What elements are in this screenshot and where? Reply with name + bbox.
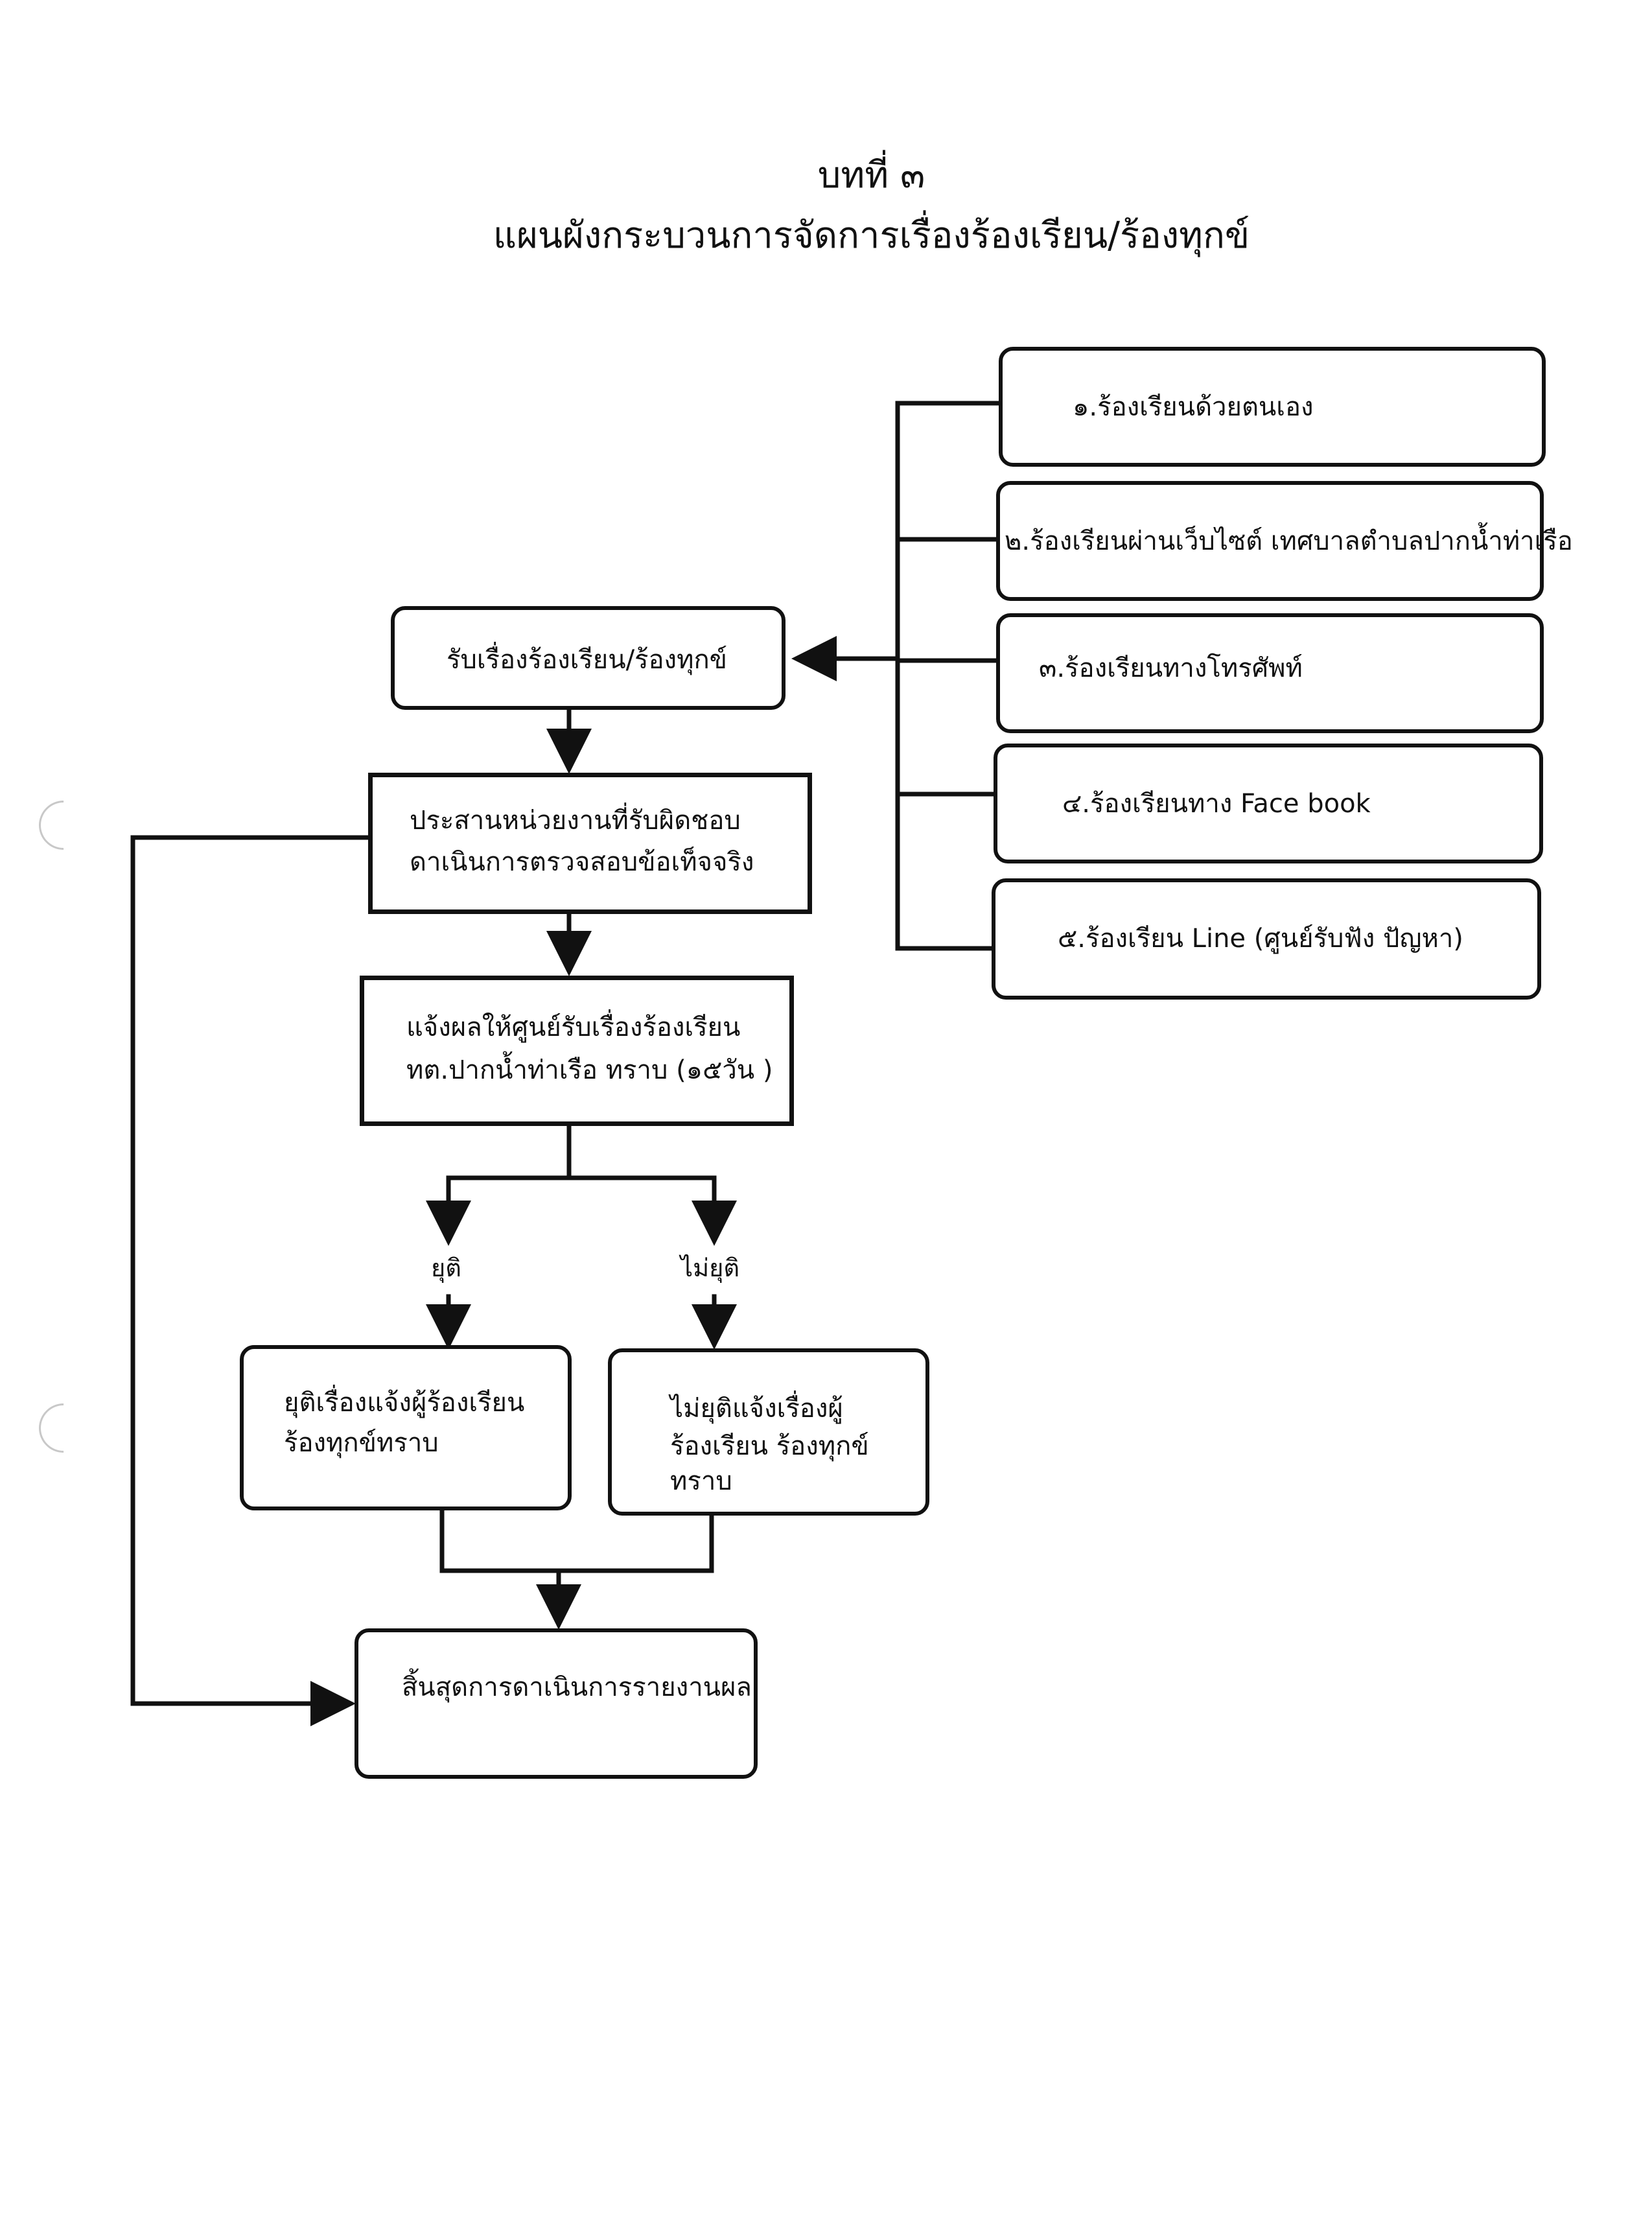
chapter-heading: บทที่ ๓	[817, 154, 925, 196]
unresolved-line-2: ร้องเรียน ร้องทุกข์	[670, 1431, 869, 1461]
unresolved-edge-label: ไม่ยุติ	[681, 1254, 740, 1282]
channel-box-3: ๓.ร้องเรียนทางโทรศัพท์	[996, 613, 1544, 733]
resolved-line-2: ร้องทุกข์ทราบ	[284, 1428, 439, 1458]
flowchart-page: บทที่ ๓ แผนผังกระบวนการจัดการเรื่องร้องเ…	[29, 154, 1573, 1779]
page-title: แผนผังกระบวนการจัดการเรื่องร้องเรียน/ร้อ…	[493, 215, 1250, 257]
resolved-line-1: ยุติเรื่องแจ้งผู้ร้องเรียน	[284, 1388, 525, 1418]
channel-box-5: ๕.ร้องเรียน Line (ศูนย์รับฟัง ปัญหา)	[992, 878, 1541, 1000]
receive-complaint-box: รับเรื่องร้องเรียน/ร้องทุกข์	[391, 606, 785, 710]
channel-label-1: ๑.ร้องเรียนด้วยตนเอง	[1073, 392, 1314, 422]
coordinate-unit-box: ประสานหน่วยงานที่รับผิดชอบ ดาเนินการตรวจ…	[368, 773, 812, 914]
notify-center-box: แจ้งผลให้ศูนย์รับเรื่องร้องเรียน ทต.ปากน…	[360, 976, 794, 1126]
coordinate-line-2: ดาเนินการตรวจสอบข้อเท็จจริง	[410, 847, 754, 877]
channel-label-5: ๕.ร้องเรียน Line (ศูนย์รับฟัง ปัญหา)	[1058, 924, 1463, 954]
flow-connectors	[130, 401, 1001, 1726]
channel-box-4: ๔.ร้องเรียนทาง Face book	[994, 744, 1543, 863]
end-report-box: สิ้นสุดการดาเนินการรายงานผล	[355, 1628, 758, 1779]
resolved-notify-box: ยุติเรื่องแจ้งผู้ร้องเรียน ร้องทุกข์ทราบ	[240, 1345, 572, 1510]
channel-label-3: ๓.ร้องเรียนทางโทรศัพท์	[1039, 653, 1303, 683]
receive-complaint-label: รับเรื่องร้องเรียน/ร้องทุกข์	[447, 645, 728, 675]
end-report-label: สิ้นสุดการดาเนินการรายงานผล	[402, 1672, 752, 1702]
unresolved-notify-box: ไม่ยุติแจ้งเรื่องผู้ ร้องเรียน ร้องทุกข์…	[608, 1348, 929, 1516]
bypass-line	[130, 835, 371, 1726]
resolved-edge-label: ยุติ	[431, 1254, 461, 1282]
unresolved-line-1: ไม่ยุติแจ้งเรื่องผู้	[670, 1394, 843, 1424]
unresolved-line-3: ทราบ	[670, 1466, 732, 1496]
notify-line-2: ทต.ปากน้ำท่าเรือ ทราบ (๑๕วัน )	[406, 1055, 773, 1085]
channel-box-1: ๑.ร้องเรียนด้วยตนเอง	[999, 347, 1546, 467]
notify-line-1: แจ้งผลให้ศูนย์รับเรื่องร้องเรียน	[406, 1013, 741, 1042]
channel-box-2: ๒.ร้องเรียนผ่านเว็บไซต์ เทศบาลตำบลปากน้ำ…	[996, 481, 1573, 601]
coordinate-line-1: ประสานหน่วยงานที่รับผิดชอบ	[410, 806, 741, 836]
channel-label-4: ๔.ร้องเรียนทาง Face book	[1062, 789, 1371, 819]
channel-label-2: ๒.ร้องเรียนผ่านเว็บไซต์ เทศบาลตำบลปากน้ำ…	[1005, 526, 1573, 556]
